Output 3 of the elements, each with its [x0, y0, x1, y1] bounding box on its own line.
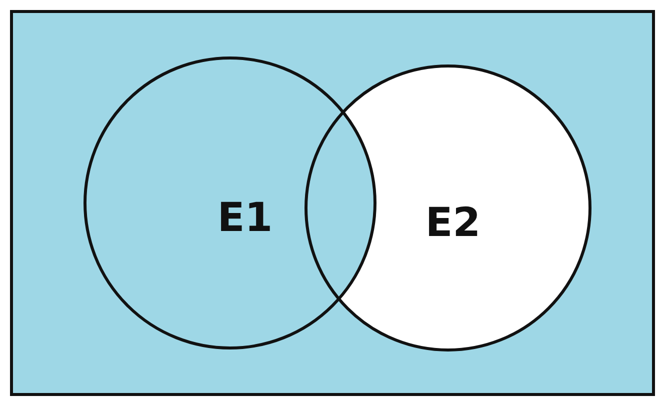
- set-label: E1: [217, 195, 273, 241]
- set-label: E2: [425, 200, 481, 246]
- universe-rectangle: [10, 10, 655, 396]
